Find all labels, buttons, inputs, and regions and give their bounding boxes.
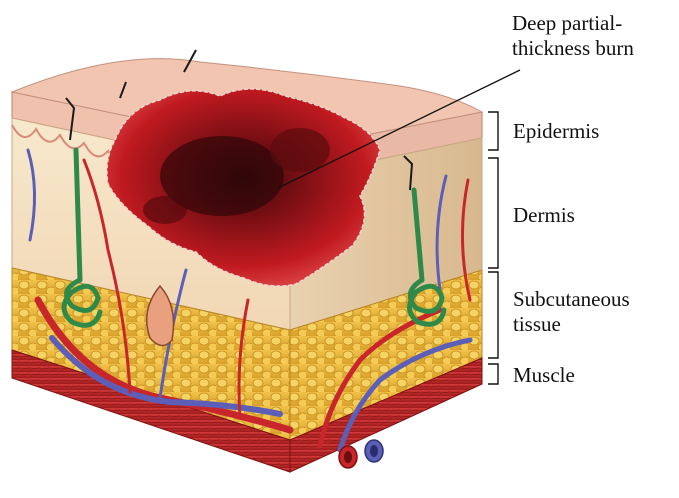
bracket-muscle [488,364,498,384]
layer-brackets [488,112,498,384]
epidermis-label: Epidermis [513,120,599,142]
eschar-spot [270,128,330,172]
bracket-subcutaneous [488,272,498,358]
bracket-epidermis [488,112,498,150]
bracket-dermis [488,158,498,268]
vein-lumen [370,445,378,457]
muscle-label: Muscle [513,364,575,386]
artery-lumen [344,451,352,463]
eschar-spot [143,196,187,224]
dermis-label: Dermis [513,204,575,226]
burn-label-line2: thickness burn [512,37,634,59]
subcutaneous-label-line2: tissue [513,313,561,335]
subcutaneous-label-line1: Subcutaneous [513,288,630,310]
burn-label-line1: Deep partial- [512,12,622,34]
